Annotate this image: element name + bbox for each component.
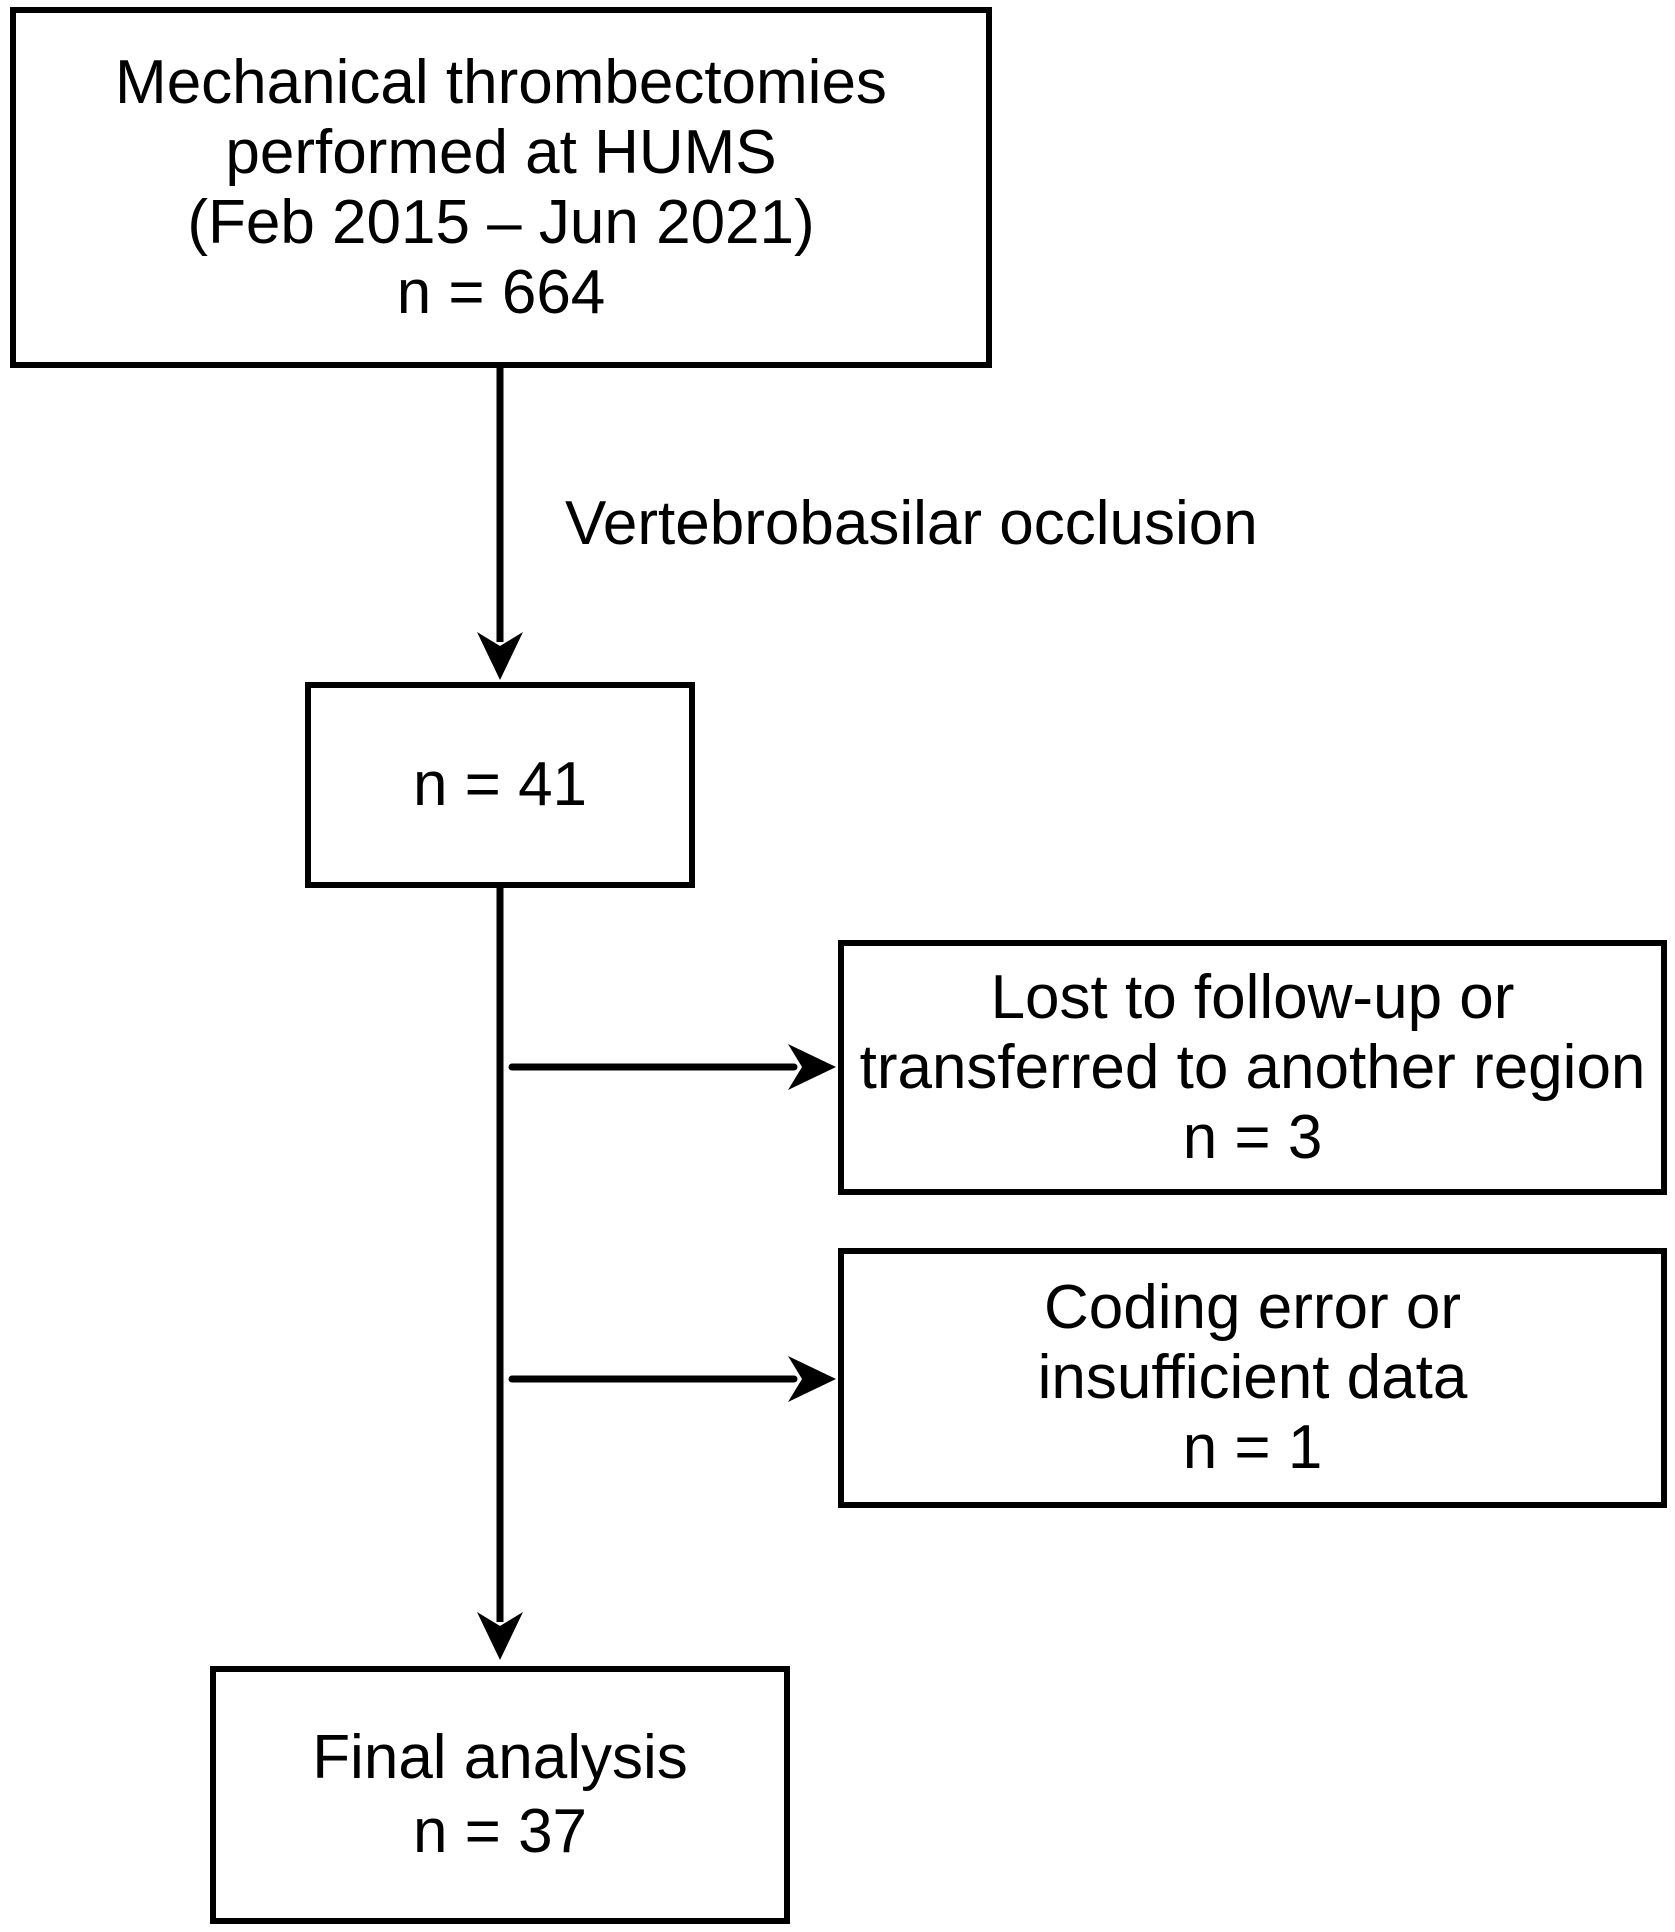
arrow-branch-to-coding-head-icon	[788, 1356, 836, 1402]
node-excluded-lost-followup: Lost to follow-up or transferred to anot…	[838, 940, 1667, 1195]
arrow-branch-to-lost-head-icon	[788, 1044, 836, 1090]
node-text-line: performed at HUMS	[225, 117, 777, 187]
node-source-population: Mechanical thrombectomies performed at H…	[10, 7, 992, 368]
node-excluded-coding-error: Coding error or insufficient data n = 1	[838, 1248, 1667, 1508]
node-text-line: Lost to follow-up or	[990, 962, 1515, 1032]
node-text-line: transferred to another region	[859, 1032, 1646, 1102]
node-text-line: (Feb 2015 – Jun 2021)	[187, 187, 815, 257]
node-text-line: n = 1	[1182, 1413, 1323, 1482]
node-vbo-cohort: n = 41	[305, 682, 695, 888]
node-text-line: Final analysis	[312, 1723, 688, 1792]
node-text-line: Coding error or	[1044, 1273, 1461, 1342]
node-text-line: n = 37	[412, 1797, 588, 1866]
node-text-line: n = 41	[412, 750, 588, 819]
node-text-line: n = 664	[396, 257, 606, 327]
node-text-line: Mechanical thrombectomies	[115, 47, 887, 117]
node-text-line: insufficient data	[1037, 1343, 1468, 1412]
edge-label-vertebrobasilar-occlusion: Vertebrobasilar occlusion	[565, 489, 1258, 558]
node-text-line: n = 3	[1182, 1102, 1323, 1172]
arrow-cohort-to-final-head-icon	[477, 1612, 523, 1660]
arrow-source-to-cohort-head-icon	[477, 632, 523, 680]
node-final-analysis: Final analysis n = 37	[210, 1666, 790, 1924]
